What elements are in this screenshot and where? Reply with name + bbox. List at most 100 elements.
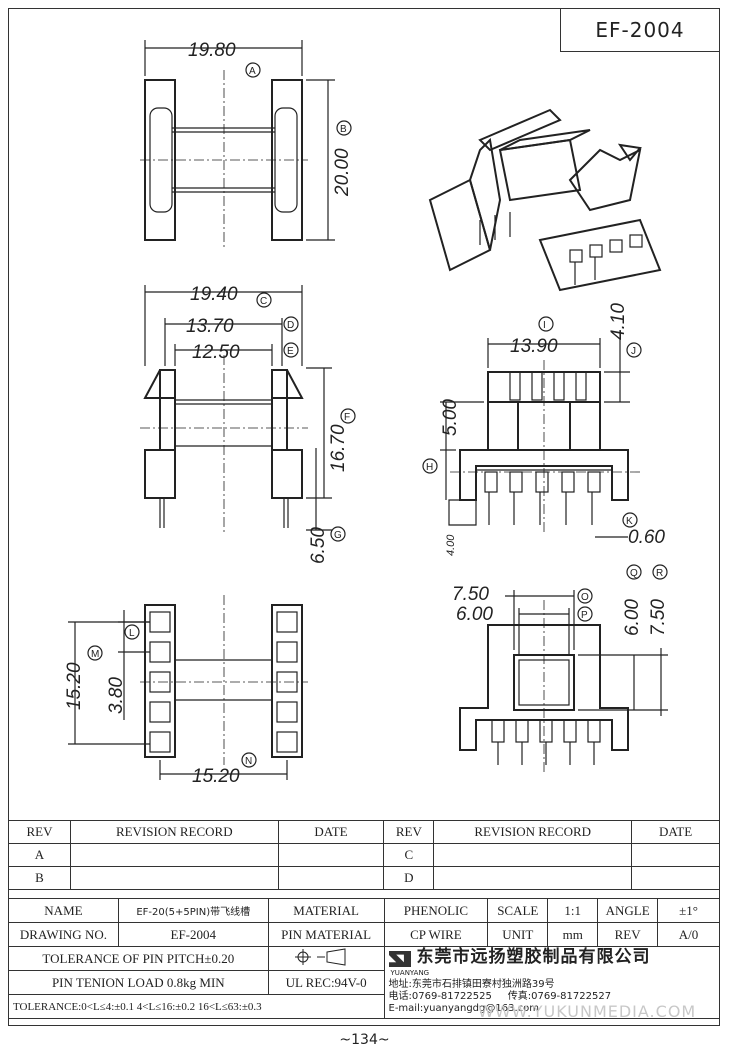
rev-header-2: REV [383,820,435,844]
dim-f-value: 16.70 [328,424,349,472]
dim-e-value: 12.50 [192,342,240,363]
top-view [140,40,335,248]
position-flatness-icon [295,947,346,966]
dim-c-value: 19.40 [190,284,238,305]
rev-cell: A [8,843,71,867]
company-address: 地址:东莞市石排镇田寮村独洲路39号 [388,978,555,990]
company-block: ◣◥ 东莞市远扬塑胶制品有限公司 YUANYANG 地址:东莞市石排镇田寮村独洲路… [383,946,720,1019]
revision-record-header: REVISION RECORD [69,820,279,844]
callout-q: Q [626,564,642,580]
scale-value: 1:1 [547,898,599,923]
dim-4-value: 4.00 [445,534,457,556]
callout-c: C [256,292,272,308]
callout-l: L [124,624,140,640]
rev-value: A/0 [657,922,720,947]
rev-cell: B [8,866,71,890]
pin-material-value: CP WIRE [383,922,489,947]
company-tel: 电话:0769-81722525 [388,990,492,1002]
dim-o-value: 7.50 [452,584,489,605]
svg-text:L: L [129,628,135,639]
svg-text:F: F [344,412,350,423]
drawing-no-value: EF-2004 [117,922,269,947]
rev-label: REV [597,922,659,947]
svg-text:B: B [340,124,347,135]
front-view [440,330,640,538]
svg-text:O: O [581,592,589,603]
revision-header-row: REV REVISION RECORD DATE REV REVISION RE… [8,820,720,844]
revision-record-cell [433,866,633,890]
dim-r-value: 7.50 [648,599,669,636]
callout-i: I [538,316,554,332]
pad-column-right [276,611,298,753]
svg-text:R: R [656,568,663,579]
company-logo: ◣◥ [388,950,411,967]
isometric-view [428,108,662,292]
dim-b-value: 20.00 [332,148,353,197]
pin-material-label: PIN MATERIAL [267,922,385,947]
dim-q-value: 6.00 [622,599,643,636]
callout-e: E [283,342,299,358]
date-cell [277,843,385,867]
revision-record-cell [69,843,279,867]
svg-text:I: I [543,320,546,331]
svg-text:Q: Q [630,568,638,579]
callout-o: O [577,588,593,604]
dim-l-value: 3.80 [106,677,127,714]
material-value: PHENOLIC [383,898,489,923]
pin-pitch-tolerance: TOLERANCE OF PIN PITCH±0.20 [8,946,269,971]
company-name: 东莞市远扬塑胶制品有限公司 [416,946,651,967]
dim-g-value: 6.50 [308,527,329,564]
name-value: EF-20(5+5PIN)带飞线槽 [117,898,269,923]
callout-d: D [283,316,299,332]
date-header: DATE [277,820,385,844]
dim-j-value: 4.10 [608,303,629,340]
side-view [140,285,332,535]
bottom-view [68,595,308,780]
page-number: ~134~ [339,1032,390,1048]
svg-text:P: P [581,610,588,621]
unit-value: mm [547,922,599,947]
general-tolerance: TOLERANCE:0<L≤4:±0.1 4<L≤16:±0.2 16<L≤63… [8,994,385,1019]
company-email: E-mail:yuanyangdg@163.com [388,1002,540,1014]
unit-label: UNIT [487,922,549,947]
date-header-2: DATE [631,820,720,844]
technical-drawing: 19.80 A 20.00 B 19.40 C 13.70 D 12.50 E … [64,40,669,787]
angle-label: ANGLE [597,898,659,923]
name-label: NAME [8,898,119,923]
date-cell [631,866,720,890]
scale-label: SCALE [487,898,549,923]
revision-record-cell [433,843,633,867]
svg-text:M: M [91,649,99,660]
material-label: MATERIAL [267,898,385,923]
svg-text:K: K [626,516,633,527]
rev-cell: D [383,866,435,890]
dim-a-value: 19.80 [188,40,236,61]
pin-tension: PIN TENION LOAD 0.8kg MIN [8,970,269,995]
drawing-sheet [8,8,720,1026]
callout-j: J [626,342,642,358]
table-row: B D [8,866,720,890]
dim-m-value: 15.20 [64,662,85,710]
callout-g: G [330,526,346,542]
svg-text:G: G [334,530,342,541]
dim-i-value: 13.90 [510,336,558,357]
gd-t-symbols [267,946,385,971]
watermark: WWW.YUKUNMEDIA.COM [478,1002,697,1021]
drawing-no-label: DRAWING NO. [8,922,119,947]
svg-text:E: E [287,346,294,357]
angle-value: ±1° [657,898,720,923]
rev-cell: C [383,843,435,867]
logo-text: YUANYANG [390,968,430,977]
table-row: A C [8,843,720,867]
svg-text:N: N [245,756,252,767]
callout-b: B [336,120,352,136]
callout-p: P [577,606,593,622]
rev-header: REV [8,820,71,844]
dim-h-value: 5.00 [440,399,461,436]
company-fax: 传真:0769-81722527 [507,990,612,1002]
callout-n: N [241,752,257,768]
callout-r: R [652,564,668,580]
revision-record-header-2: REVISION RECORD [433,820,633,844]
callout-h: H [422,458,438,474]
date-cell [631,843,720,867]
